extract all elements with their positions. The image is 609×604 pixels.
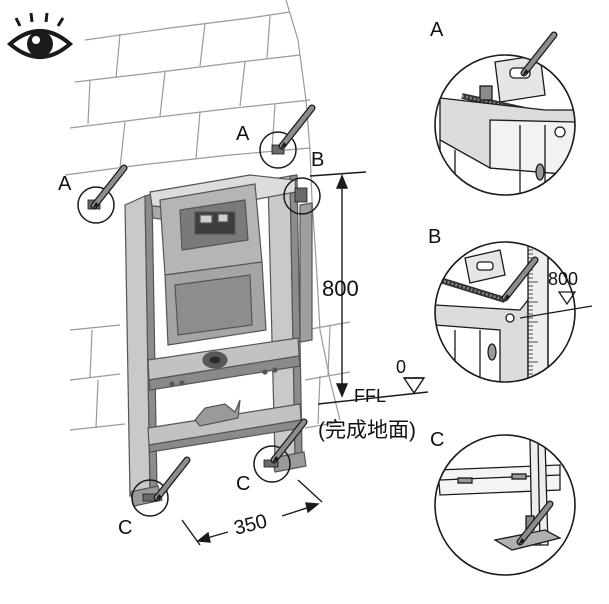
detail-c — [434, 434, 576, 576]
detail-b-label: B — [428, 226, 441, 248]
detail-a-label: A — [430, 19, 444, 41]
label-c-left: C — [118, 517, 132, 539]
ruler-mark — [519, 291, 593, 319]
floor-level — [317, 377, 429, 405]
spacing-value: 350 — [232, 510, 270, 539]
detail-b — [434, 241, 576, 383]
label-a-left: A — [58, 173, 72, 195]
pencil-icon — [155, 460, 187, 501]
pencil-icon — [280, 108, 312, 149]
pencil-icon — [92, 168, 124, 209]
detail-c-label: C — [430, 429, 444, 451]
height-value: 800 — [322, 276, 359, 301]
finished-floor-label: (完成地面) — [318, 419, 416, 442]
detail-a — [434, 54, 576, 196]
eye-icon — [6, 12, 74, 59]
installation-frame — [124, 174, 313, 507]
label-a-top: A — [236, 123, 250, 145]
marker-circles — [77, 131, 321, 517]
ffl-label: FFL — [354, 386, 386, 406]
label-c-right: C — [236, 473, 250, 495]
brick-wall — [64, 0, 351, 431]
spacing-dimension — [181, 479, 323, 546]
level-zero: 0 — [396, 357, 406, 377]
label-b: B — [311, 149, 324, 171]
ruler-800-label: 800 — [548, 269, 578, 289]
height-dimension — [309, 171, 367, 398]
